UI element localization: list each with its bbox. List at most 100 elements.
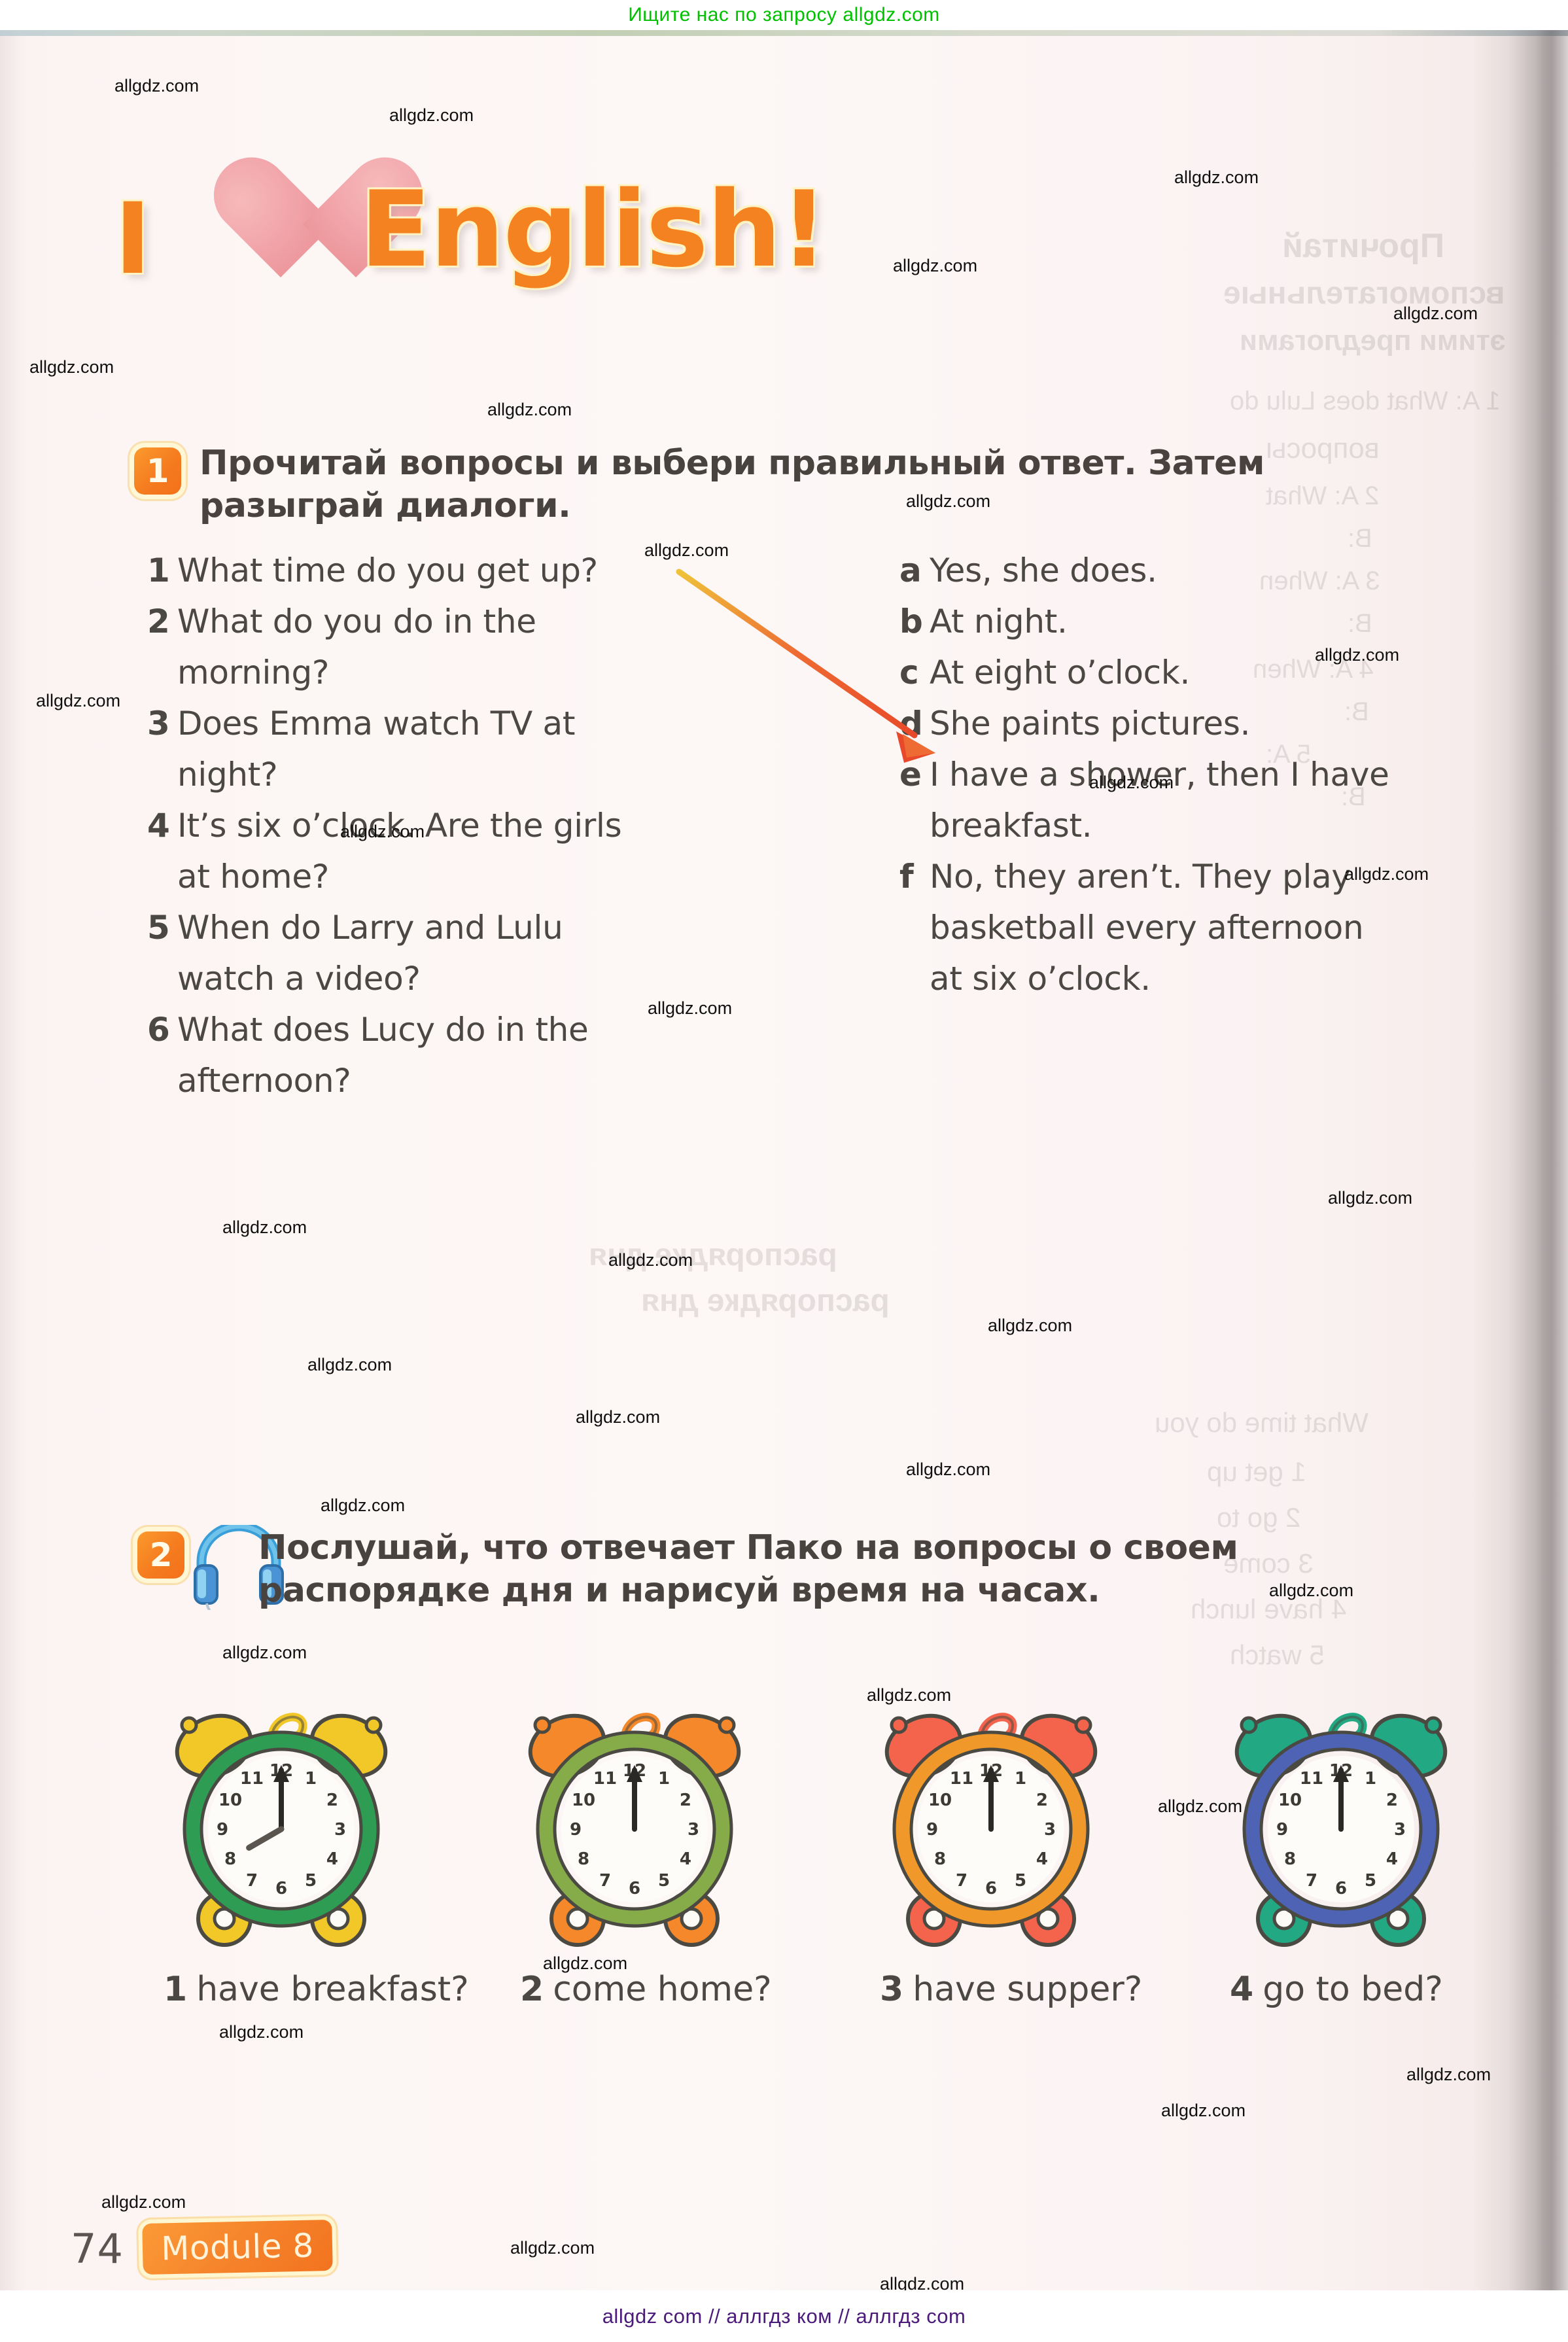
bleed-through-text: Прочитай (1282, 227, 1445, 265)
svg-text:6: 6 (629, 1879, 640, 1898)
svg-text:2: 2 (1386, 1791, 1398, 1810)
svg-text:6: 6 (985, 1879, 997, 1898)
watermark-text: allgdz.com (988, 1316, 1073, 1335)
answer-text: breakfast. (930, 807, 1092, 845)
watermark-text: allgdz.com (222, 1217, 307, 1237)
question-key: 4 (147, 807, 170, 845)
question-row[interactable]: morning? (147, 649, 841, 696)
clock-label-text: have supper? (913, 1970, 1143, 2009)
exercise-1-instruction-line-2: разыграй диалоги. (200, 486, 571, 525)
svg-text:9: 9 (217, 1820, 228, 1840)
exercise-1-instruction-line-1: Прочитай вопросы и выбери правильный отв… (200, 444, 1265, 483)
svg-text:2: 2 (1036, 1791, 1048, 1810)
svg-text:4: 4 (326, 1849, 338, 1869)
alarm-clock-icon: 121234567891011 (528, 1713, 741, 1947)
svg-text:5: 5 (1015, 1871, 1026, 1891)
clock-4[interactable]: 121234567891011 (1233, 1688, 1449, 1953)
clock-label-number: 3 (880, 1970, 904, 2009)
watermark-text: allgdz.com (1158, 1796, 1243, 1816)
watermark-text: allgdz.com (1393, 304, 1478, 323)
svg-text:11: 11 (950, 1769, 973, 1789)
watermark-text: allgdz.com (36, 691, 121, 710)
svg-text:7: 7 (956, 1871, 967, 1891)
answer-text: at six o’clock. (930, 960, 1151, 998)
question-text: Does Emma watch TV at (177, 705, 576, 743)
svg-text:10: 10 (218, 1791, 242, 1810)
bleed-through-text: 5 watch (1230, 1639, 1325, 1670)
question-row[interactable]: afternoon? (147, 1057, 841, 1104)
watermark-text: allgdz.com (114, 76, 200, 96)
alarm-clock-icon: 121234567891011 (1234, 1713, 1448, 1947)
answer-key (899, 955, 930, 1002)
bleed-through-text: 1 A: What does Lulu do (1230, 387, 1501, 415)
watermark-text: allgdz.com (29, 357, 114, 377)
question-row[interactable]: at home? (147, 853, 841, 900)
svg-text:11: 11 (240, 1769, 264, 1789)
watermark-text: allgdz.com (510, 2238, 595, 2258)
svg-text:1: 1 (1365, 1769, 1376, 1789)
clock-3[interactable]: 121234567891011 (883, 1688, 1099, 1953)
question-text: morning? (177, 654, 330, 691)
question-text: at home? (177, 858, 330, 896)
svg-text:10: 10 (1278, 1791, 1302, 1810)
question-text: What time do you get up? (177, 551, 598, 589)
module-badge: Module 8 (142, 2219, 333, 2275)
svg-text:7: 7 (246, 1871, 258, 1891)
question-row[interactable]: watch a video? (147, 955, 841, 1002)
exercise-1-number-badge[interactable]: 1 (134, 447, 181, 495)
svg-text:2: 2 (680, 1791, 691, 1810)
question-key (147, 853, 177, 900)
clock-2[interactable]: 121234567891011 (527, 1688, 742, 1953)
clock-1[interactable]: 121234567891011 (173, 1688, 389, 1953)
svg-text:8: 8 (1284, 1849, 1296, 1869)
svg-text:3: 3 (334, 1820, 346, 1840)
question-key (147, 1057, 177, 1104)
bleed-through-text: распорядке дня (589, 1238, 837, 1272)
svg-text:1: 1 (305, 1769, 317, 1789)
question-text: watch a video? (177, 960, 421, 998)
answer-row[interactable]: breakfast. (899, 802, 1521, 849)
svg-text:6: 6 (275, 1879, 287, 1898)
bleed-through-text: What time do you (1155, 1407, 1368, 1438)
watermark-text: allgdz.com (487, 400, 572, 419)
headphones-icon (194, 1525, 284, 1610)
watermark-text: allgdz.com (1174, 167, 1259, 187)
answer-key: d (899, 705, 923, 743)
question-key (147, 649, 177, 696)
watermark-text: allgdz.com (906, 1459, 991, 1479)
watermark-text: allgdz.com (222, 1643, 307, 1662)
question-row[interactable]: night? (147, 751, 841, 798)
svg-text:8: 8 (224, 1849, 236, 1869)
watermark-text: allgdz.com (880, 2274, 965, 2290)
question-key (147, 955, 177, 1002)
clock-label-text: come home? (553, 1970, 772, 2009)
book-binding-shadow (1509, 30, 1568, 2290)
page-title: I English! (114, 154, 899, 305)
svg-text:9: 9 (570, 1820, 582, 1840)
answer-row[interactable]: basketball every afternoon (899, 904, 1521, 951)
svg-text:9: 9 (1276, 1820, 1288, 1840)
svg-text:8: 8 (934, 1849, 946, 1869)
exercise-2-number-badge[interactable]: 2 (137, 1531, 184, 1579)
svg-text:1: 1 (658, 1769, 670, 1789)
watermark-text: allgdz.com (101, 2192, 186, 2212)
page-top-edge (0, 30, 1568, 36)
answer-key: c (899, 654, 919, 691)
answer-row[interactable]: at six o’clock. (899, 955, 1521, 1002)
